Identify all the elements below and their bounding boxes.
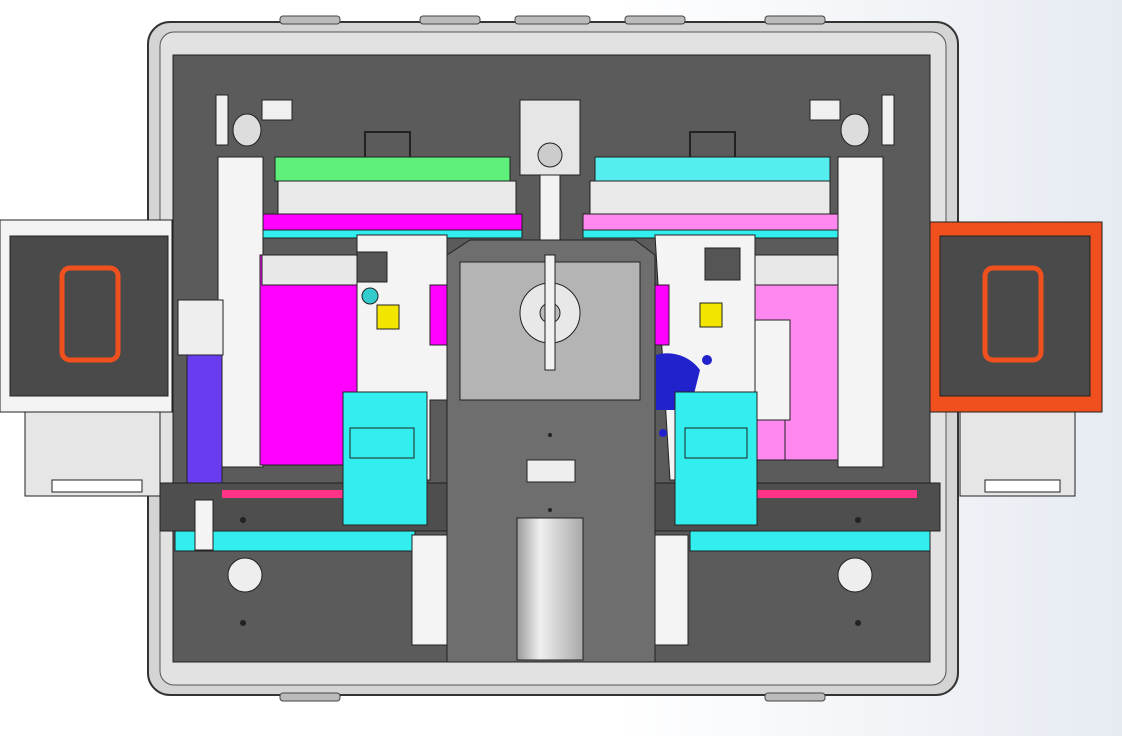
blue-dot-small bbox=[659, 429, 667, 437]
right-cyan-box-window bbox=[684, 427, 748, 459]
left-magenta-clamp bbox=[429, 284, 449, 346]
right-motor bbox=[704, 247, 741, 281]
right-column bbox=[837, 156, 884, 468]
left-cyan-knob bbox=[361, 287, 379, 305]
center-spindle bbox=[544, 254, 556, 371]
left-hole bbox=[227, 557, 263, 593]
left-conveyor-belt bbox=[9, 235, 169, 397]
center-cylinder bbox=[516, 517, 584, 661]
right-conveyor-belt bbox=[939, 235, 1091, 397]
center-connector bbox=[526, 459, 576, 483]
right-white-pillar bbox=[654, 534, 689, 646]
left-linear-module bbox=[277, 180, 517, 216]
purple-block bbox=[186, 354, 223, 506]
left-white-gap bbox=[261, 254, 358, 286]
top-center-bracket bbox=[519, 99, 581, 241]
right-white-gap bbox=[754, 254, 839, 286]
green-rail bbox=[274, 156, 511, 182]
left-magenta-block bbox=[259, 254, 358, 466]
right-magenta-clamp bbox=[654, 284, 670, 346]
cyan-rail bbox=[594, 156, 831, 182]
right-conveyor-orange-loop bbox=[982, 265, 1044, 363]
left-magenta-bar bbox=[259, 213, 523, 231]
left-cyan-box-window bbox=[349, 427, 415, 459]
blue-dot bbox=[702, 355, 712, 365]
left-yellow-sensor bbox=[376, 304, 400, 330]
right-linear-module bbox=[589, 180, 831, 216]
right-pink-bar bbox=[582, 213, 839, 231]
lower-rail-pink-right bbox=[757, 490, 917, 498]
left-lower-box-slot bbox=[51, 479, 143, 493]
right-lower-box-slot bbox=[984, 479, 1061, 493]
left-column bbox=[217, 156, 264, 468]
top-frame-tabs bbox=[279, 15, 826, 702]
right-yellow-sensor bbox=[699, 302, 723, 328]
top-right-brackets bbox=[809, 94, 895, 147]
left-motor bbox=[356, 251, 388, 283]
top-left-brackets bbox=[215, 94, 293, 147]
left-white-pillar bbox=[411, 534, 448, 646]
lower-rail-pink-left bbox=[222, 490, 347, 498]
bottom-cyan-right bbox=[689, 530, 931, 552]
left-side-plate bbox=[177, 299, 224, 356]
left-white-tab bbox=[194, 499, 214, 551]
left-conveyor-orange-loop bbox=[59, 265, 121, 363]
mounting-screws bbox=[240, 433, 861, 626]
right-hole bbox=[837, 557, 873, 593]
top-handles bbox=[364, 131, 736, 157]
